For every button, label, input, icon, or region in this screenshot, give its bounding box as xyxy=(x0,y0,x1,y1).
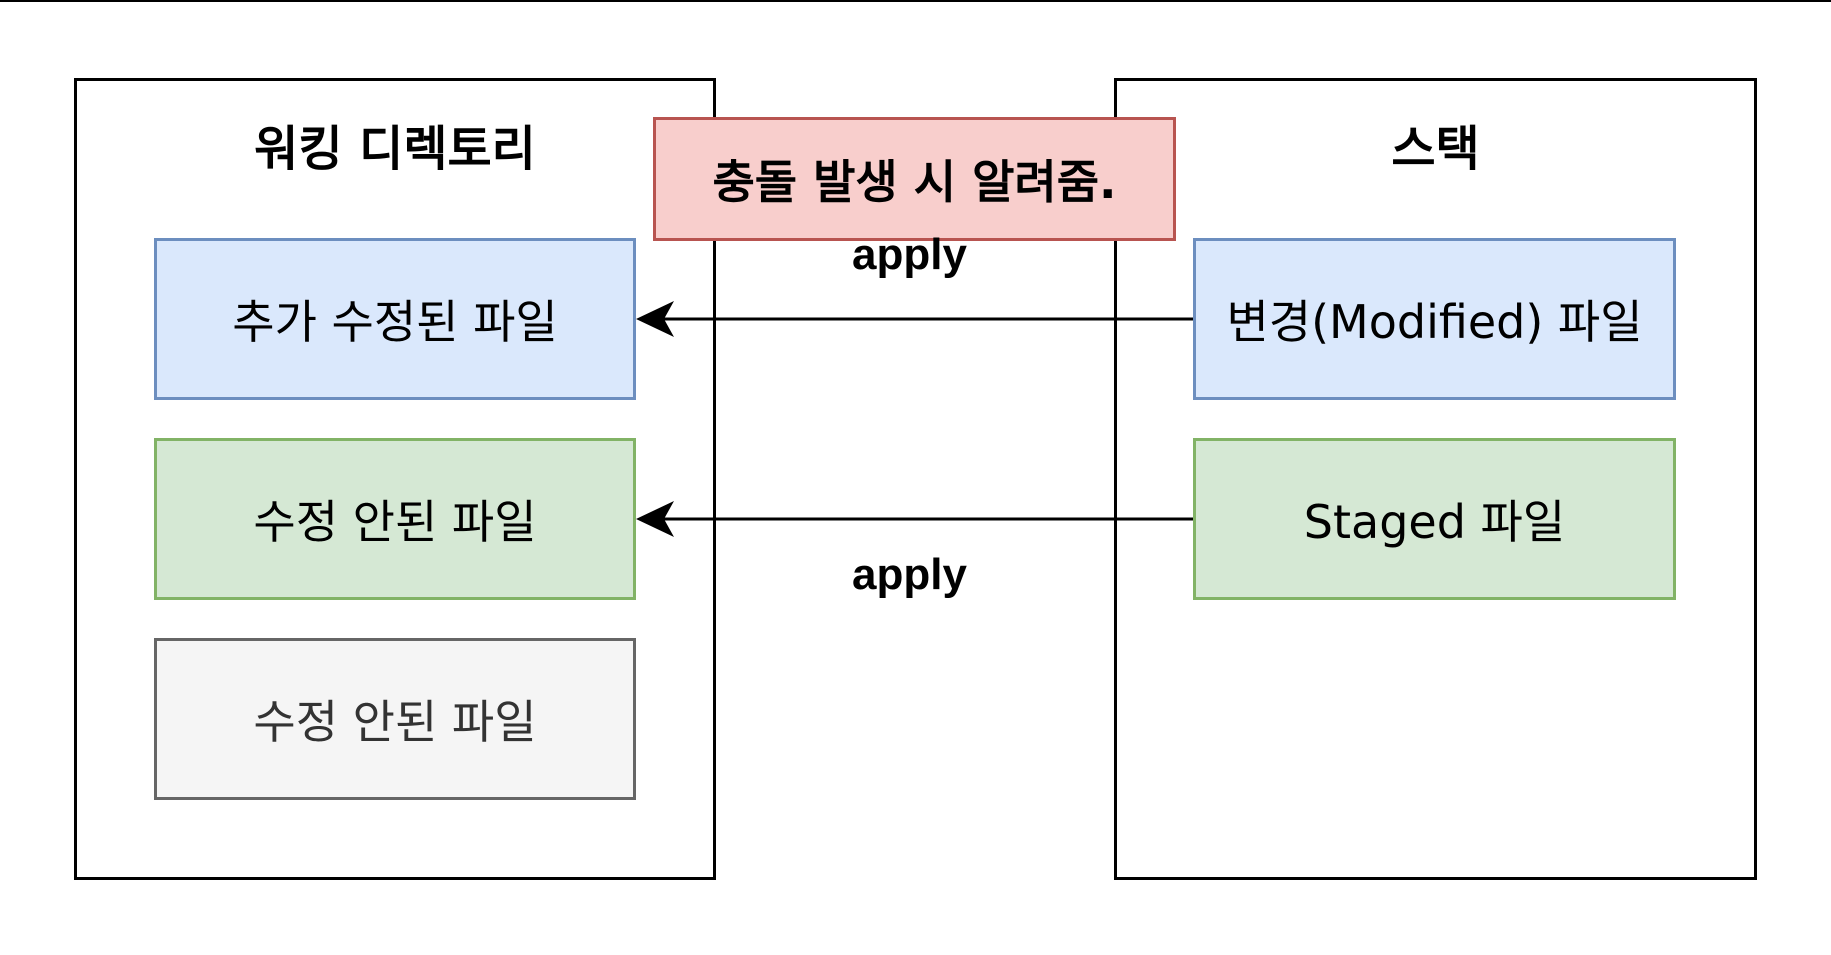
apply-arrow-1-head xyxy=(636,301,674,337)
file-label: 수정 안된 파일 xyxy=(253,495,537,549)
apply-label-2: apply xyxy=(852,550,967,599)
working-directory-title: 워킹 디렉토리 xyxy=(254,121,536,177)
file-label: Staged 파일 xyxy=(1303,495,1566,549)
file-label: 추가 수정된 파일 xyxy=(232,295,558,349)
conflict-notice: 충돌 발생 시 알려줌. xyxy=(653,117,1176,241)
stash-file-staged: Staged 파일 xyxy=(1193,438,1676,600)
file-label: 변경(Modified) 파일 xyxy=(1226,295,1643,349)
apply-label-1: apply xyxy=(852,230,967,279)
top-border-line xyxy=(0,0,1831,2)
apply-arrow-2-head xyxy=(636,501,674,537)
working-directory-file-unmodified-1: 수정 안된 파일 xyxy=(154,438,636,600)
conflict-notice-text: 충돌 발생 시 알려줌. xyxy=(712,155,1117,209)
stash-title: 스택 xyxy=(1391,121,1480,177)
working-directory-file-modified: 추가 수정된 파일 xyxy=(154,238,636,400)
file-label: 수정 안된 파일 xyxy=(253,695,537,749)
stash-file-modified: 변경(Modified) 파일 xyxy=(1193,238,1676,400)
working-directory-file-unmodified-2: 수정 안된 파일 xyxy=(154,638,636,800)
